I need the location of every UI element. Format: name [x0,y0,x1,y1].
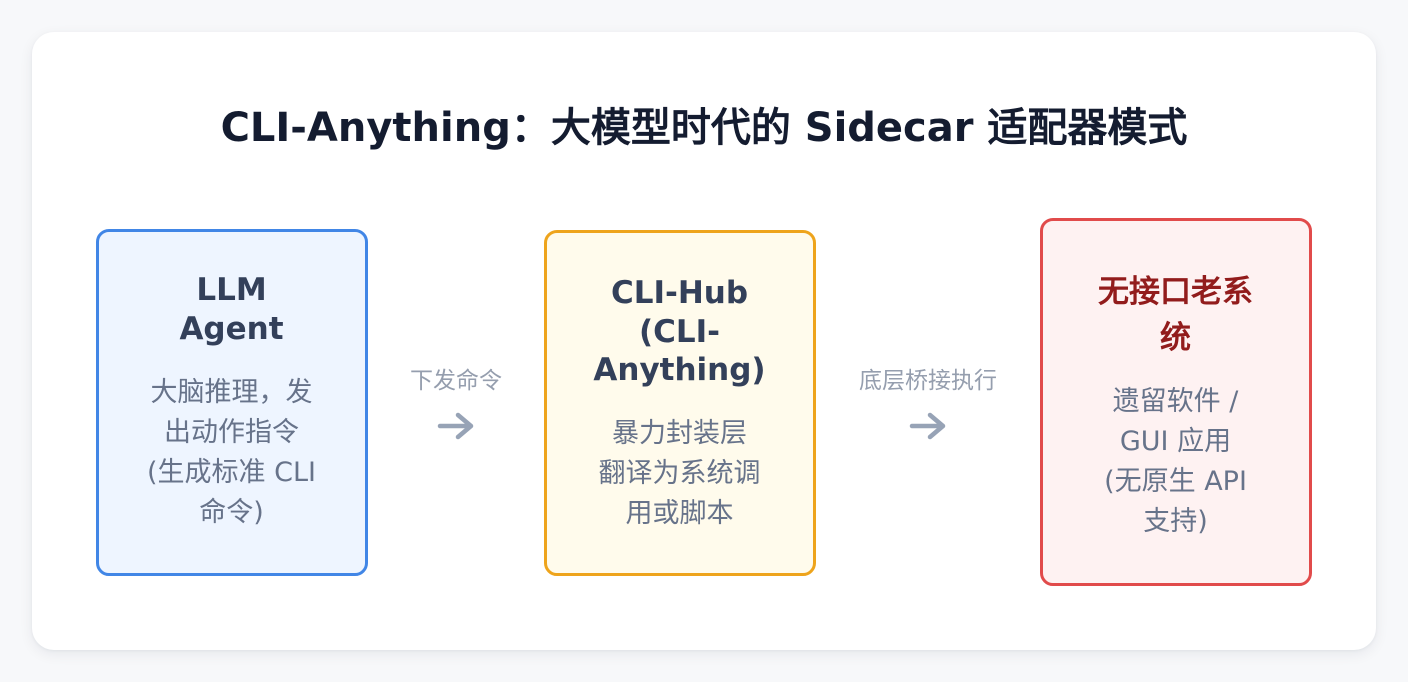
cli-hub-description: 暴力封装层 翻译为系统调 用或脚本 [598,418,761,529]
right-arrow-icon [909,412,946,440]
legacy-system-title: 无接口老系 统 [1098,274,1253,356]
llm-agent-title: LLM Agent [179,272,284,347]
llm-agent-description: 大脑推理，发 出动作指令 (生成标准 CLI 命令) [147,377,316,528]
send-command-label: 下发命令 [410,368,502,394]
llm-agent-node: LLM Agent 大脑推理，发 出动作指令 (生成标准 CLI 命令) [96,229,368,576]
right-arrow-icon [437,412,474,440]
cli-hub-node: CLI-Hub (CLI- Anything) 暴力封装层 翻译为系统调 用或脚… [544,230,816,576]
legacy-system-description: 遗留软件 / GUI 应用 (无原生 API 支持) [1104,386,1247,537]
diagram-title: CLI-Anything：大模型时代的 Sidecar 适配器模式 [220,105,1188,151]
legacy-system-node: 无接口老系 统 遗留软件 / GUI 应用 (无原生 API 支持) [1040,218,1312,586]
cli-hub-title: CLI-Hub (CLI- Anything) [593,275,766,388]
bridge-execute-label: 底层桥接执行 [859,368,997,394]
